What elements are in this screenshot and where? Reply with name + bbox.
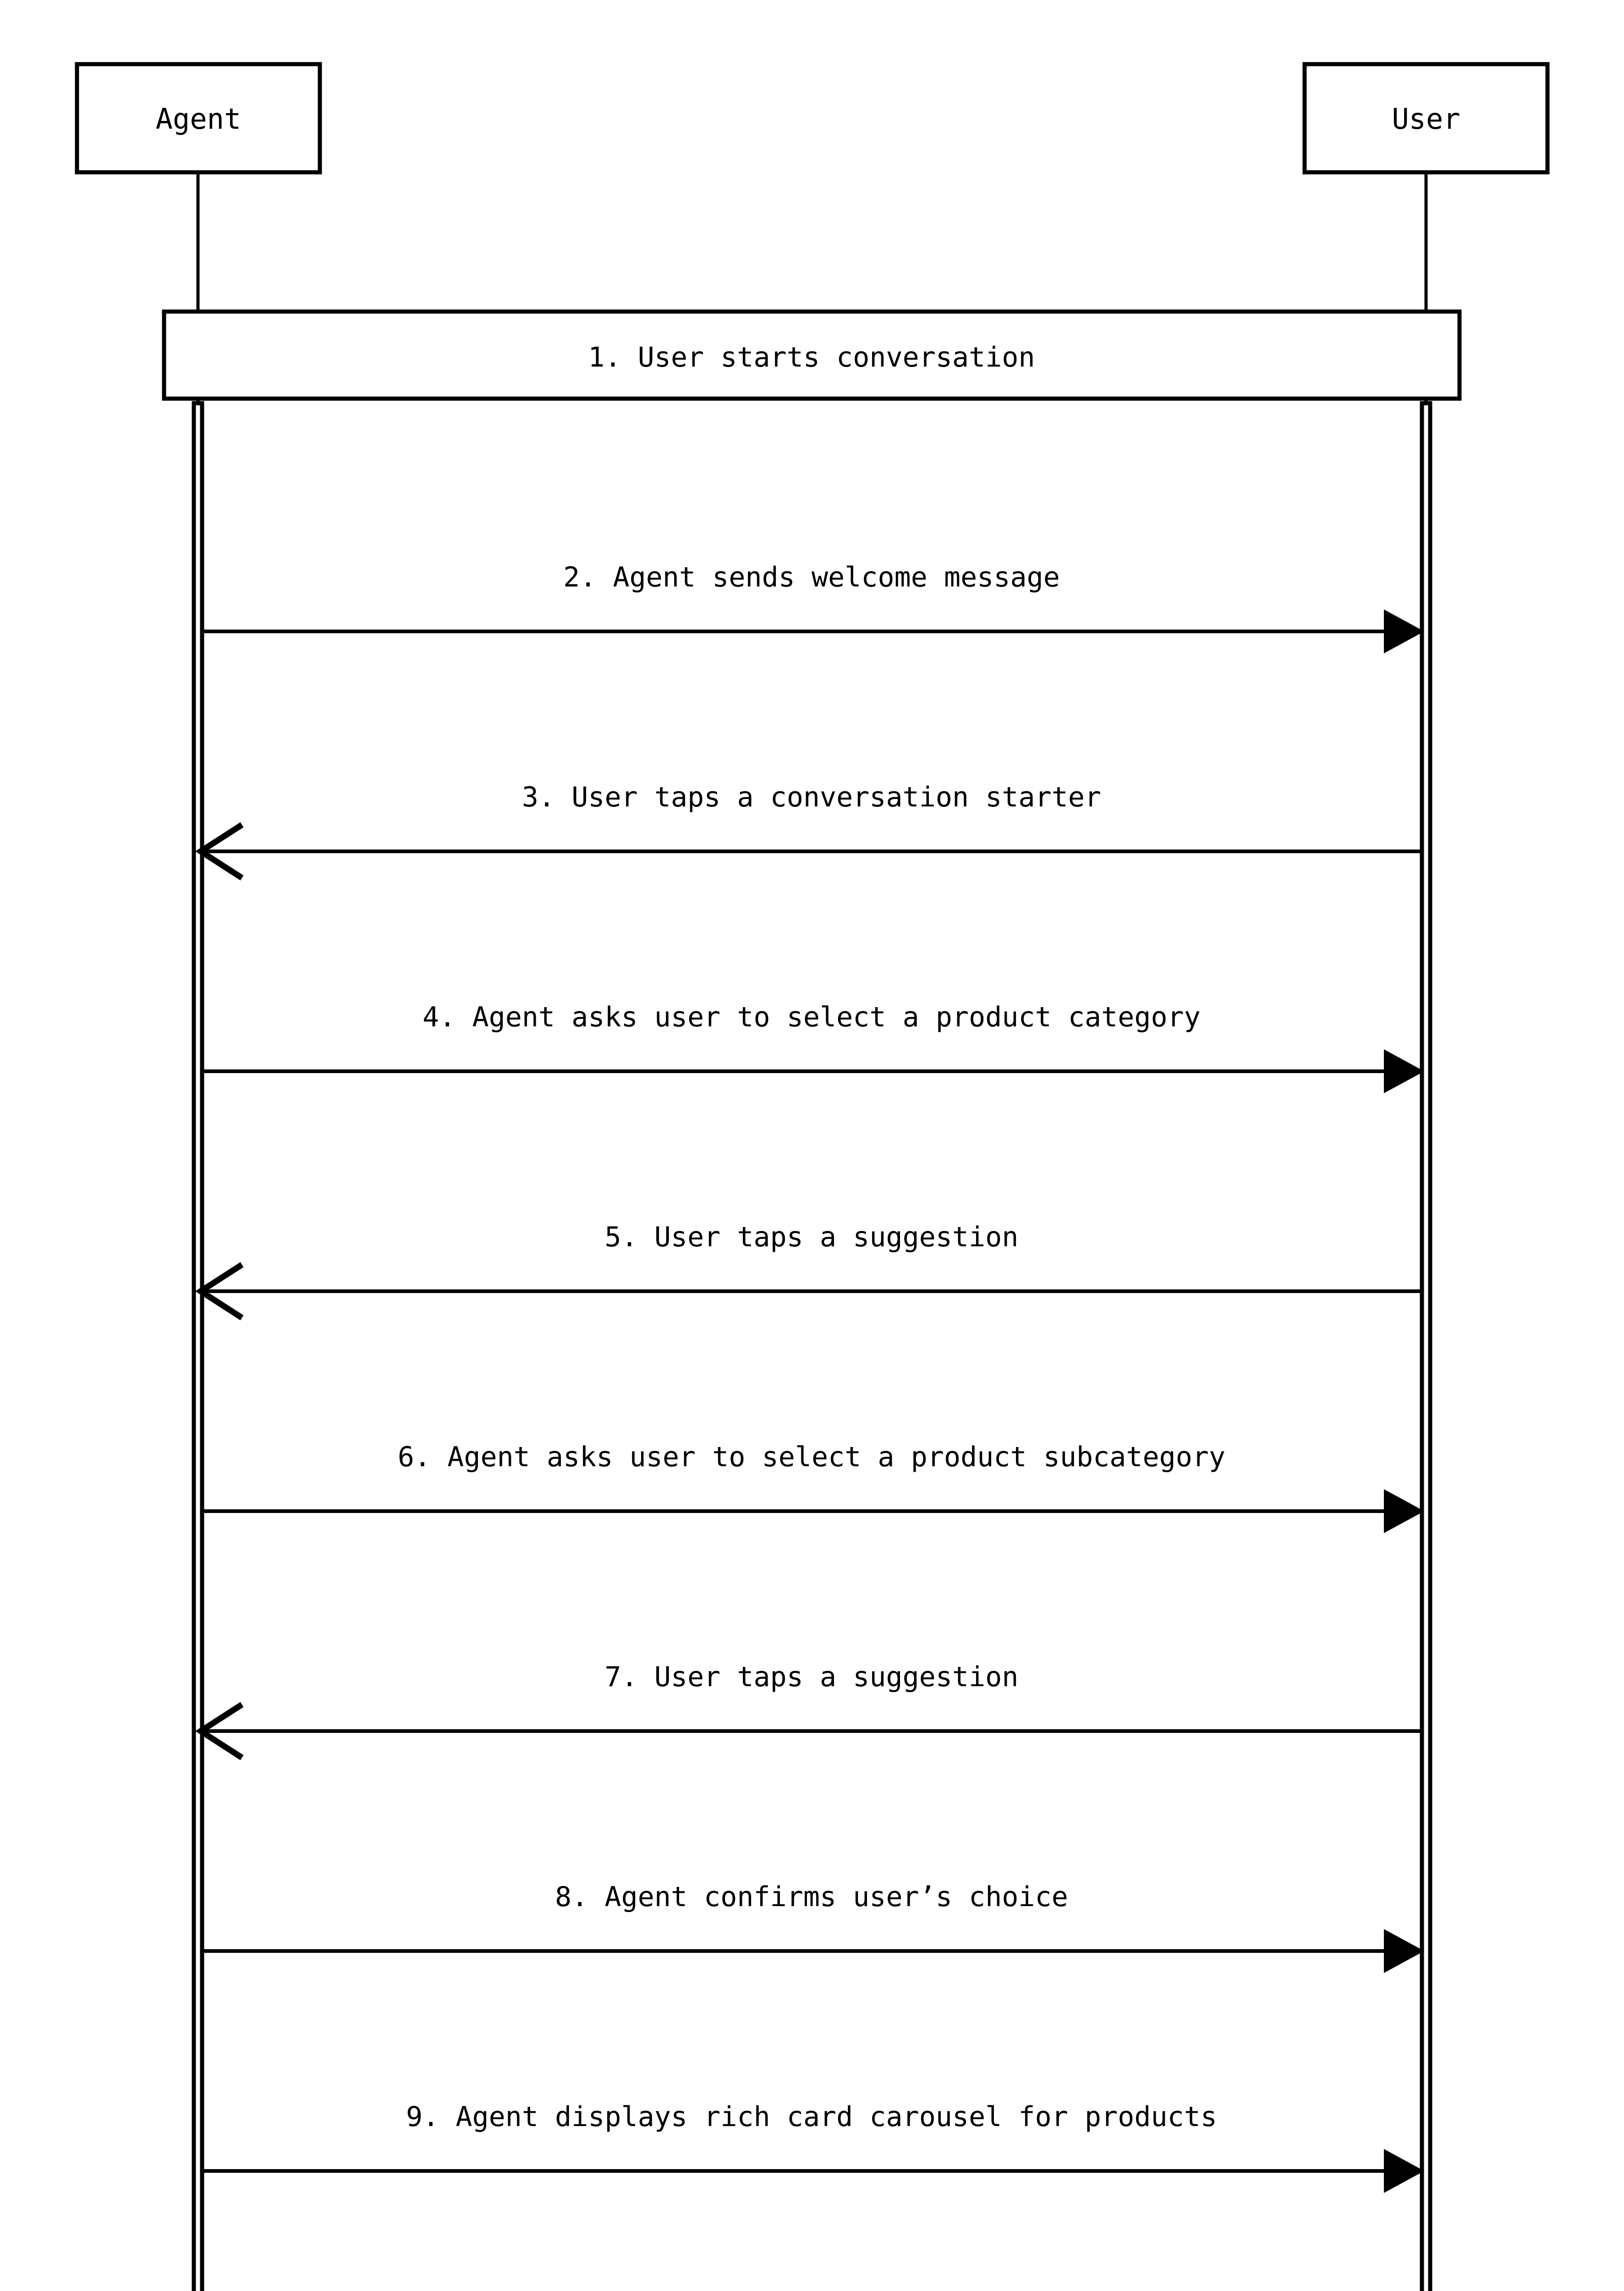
message-7-label: 7. User taps a suggestion xyxy=(604,1661,1018,1693)
message-9-arrowhead-icon xyxy=(1384,2149,1424,2193)
message-7-arrowhead-icon xyxy=(195,1702,244,1760)
message-8-label: 8. Agent confirms user’s choice xyxy=(555,1881,1068,1913)
participant-agent-top[interactable]: Agent xyxy=(75,62,322,175)
message-1-label: 1. User starts conversation xyxy=(588,341,1035,373)
message-6-label: 6. Agent asks user to select a product s… xyxy=(398,1441,1225,1473)
message-3-label: 3. User taps a conversation starter xyxy=(522,781,1101,813)
message-1-box[interactable] xyxy=(162,309,1462,401)
participant-user-top-label: User xyxy=(1392,102,1460,136)
message-3-group[interactable]: 3. User taps a conversation starter xyxy=(195,781,1422,881)
participant-agent-top-label: Agent xyxy=(156,102,241,136)
activation-bars xyxy=(192,401,1432,2291)
message-2-arrowhead-icon xyxy=(1384,609,1424,653)
message-8-group[interactable]: 8. Agent confirms user’s choice xyxy=(202,1881,1424,1973)
message-6-arrowhead-icon xyxy=(1384,1489,1424,1533)
participant-user-top[interactable]: User xyxy=(1302,62,1550,175)
message-9-group[interactable]: 9. Agent displays rich card carousel for… xyxy=(202,2101,1424,2193)
message-2-label: 2. Agent sends welcome message xyxy=(563,561,1060,593)
message-5-label: 5. User taps a suggestion xyxy=(604,1221,1018,1253)
message-1-group[interactable]: 1. User starts conversation xyxy=(162,309,1462,401)
participant-user-top-box[interactable] xyxy=(1302,62,1550,175)
message-6-group[interactable]: 6. Agent asks user to select a product s… xyxy=(202,1441,1424,1533)
activation-bar-user xyxy=(1420,401,1432,2291)
message-7-group[interactable]: 7. User taps a suggestion xyxy=(195,1661,1422,1760)
message-4-label: 4. Agent asks user to select a product c… xyxy=(422,1001,1201,1033)
message-4-arrowhead-icon xyxy=(1384,1049,1424,1093)
message-5-arrowhead-icon xyxy=(195,1262,244,1321)
message-9-label: 9. Agent displays rich card carousel for… xyxy=(406,2101,1217,2133)
message-4-group[interactable]: 4. Agent asks user to select a product c… xyxy=(202,1001,1424,1093)
message-3-arrowhead-icon xyxy=(195,822,244,881)
message-5-group[interactable]: 5. User taps a suggestion xyxy=(195,1221,1422,1321)
activation-bar-agent xyxy=(192,401,204,2291)
message-2-group[interactable]: 2. Agent sends welcome message xyxy=(202,561,1424,653)
participant-agent-top-box[interactable] xyxy=(75,62,322,175)
message-8-arrowhead-icon xyxy=(1384,1929,1424,1973)
